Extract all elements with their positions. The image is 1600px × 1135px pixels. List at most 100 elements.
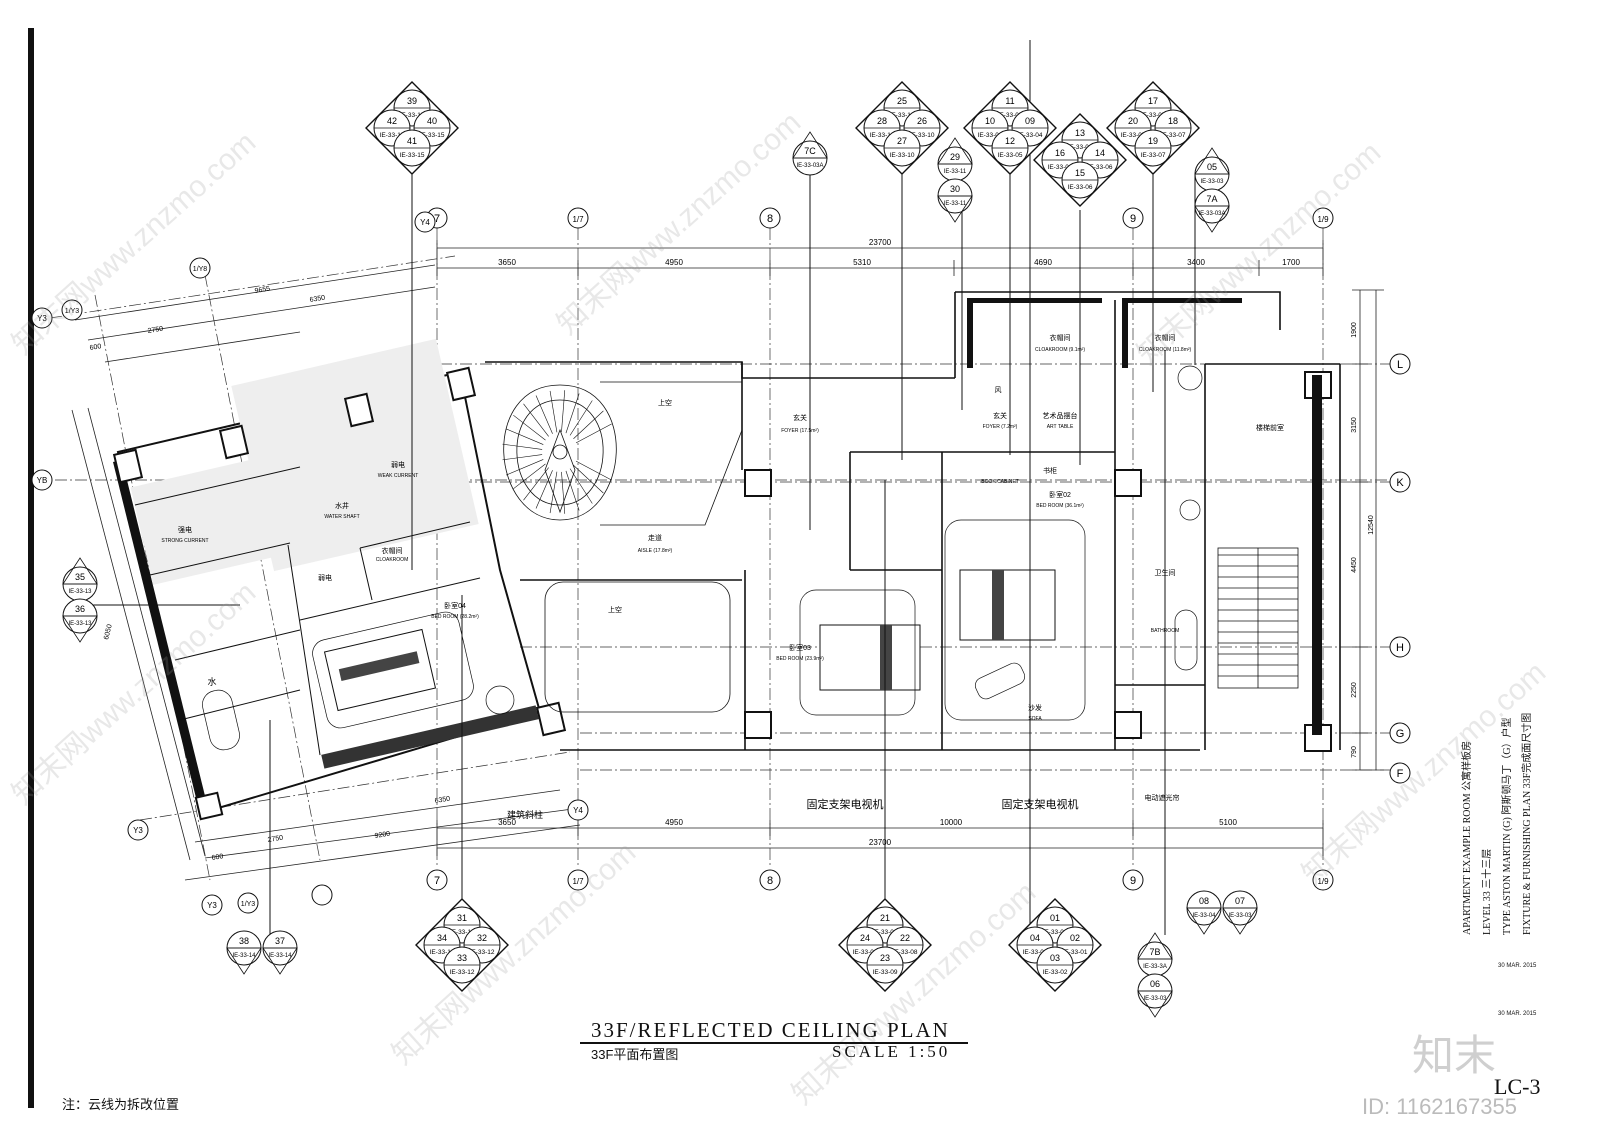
- dim-top-seg: 1700: [1282, 258, 1300, 267]
- callout-number: 03: [1050, 953, 1060, 963]
- callout-sheet-ref: IE-33-11: [944, 201, 967, 207]
- room-label: BATHROOM: [1151, 628, 1180, 634]
- room-label: 玄关: [793, 413, 807, 422]
- callout-sheet-ref: IE-33-10: [870, 132, 895, 139]
- room-label: AISLE (17.8m²): [638, 548, 673, 554]
- stair-tread: [565, 393, 580, 434]
- callout-number: 19: [1148, 136, 1158, 146]
- dimension-chain-left-top: [74, 264, 436, 363]
- dim-bottom-seg: 3650: [498, 818, 516, 827]
- stair-tread: [565, 470, 580, 511]
- stair-tread: [549, 390, 558, 433]
- callout-diamond: [365, 81, 459, 175]
- callout-number: 25: [897, 96, 907, 106]
- callout-diamond: [855, 81, 949, 175]
- callout-number: 39: [407, 96, 417, 106]
- grid-label-top: 9: [1130, 213, 1136, 225]
- callout-sheet-ref: IE-33-13: [430, 949, 455, 956]
- dim-right: 2250: [1351, 682, 1358, 698]
- grid-bubble-labels: 7 1/7 8 9 1/9 7 1/7 8 9 1/9 L K H G F Y3…: [37, 213, 1405, 910]
- callout-number: 01: [1050, 913, 1060, 923]
- callout-sheet-ref: IE-33-12: [470, 949, 495, 956]
- room-label: 衣帽间: [1050, 333, 1071, 342]
- room-label: 卧室02: [1049, 490, 1071, 499]
- bed-bedroom-04: [323, 628, 437, 712]
- callout-pointer: [1194, 205, 1230, 233]
- room-label: 衣帽间: [1155, 333, 1176, 342]
- core-thick-walls: [967, 298, 1322, 735]
- callout-sheet-ref: IE-33-13: [68, 589, 92, 595]
- room-label: FOYER (7.2m²): [983, 424, 1018, 430]
- grid-label-left: YB: [37, 476, 48, 485]
- stair-tread: [506, 428, 544, 445]
- room-labels: 上空 玄关 FOYER (17.5m²) 走道 AISLE (17.8m²) 上…: [161, 333, 1284, 722]
- callout-diamond: [415, 898, 509, 992]
- callout-sheet-ref: IE-33-06: [1068, 144, 1093, 151]
- callout-sheet-ref: IE-33-05: [998, 152, 1023, 159]
- stair-tread: [523, 403, 549, 437]
- room-label: 强电: [178, 525, 192, 534]
- callout-number: 32: [477, 933, 487, 943]
- room-label: 艺术品摆台: [1043, 411, 1078, 420]
- dim-left-bottom: 6350: [434, 796, 451, 805]
- callout-number: 17: [1148, 96, 1158, 106]
- callout-number: 7B: [1149, 947, 1160, 957]
- title-block-line: TYPE ASTON MARTIN (G) 阿斯顿马丁（G）户型: [1502, 717, 1513, 935]
- room-label: FOYER (17.5m²): [781, 428, 819, 434]
- stair-tread: [523, 467, 549, 501]
- callout-sheet-ref: IE-33-04: [978, 132, 1003, 139]
- callout-sheet-ref: IE-33-14: [268, 953, 292, 959]
- callout-pointer: [792, 131, 828, 159]
- title-underline: [580, 1042, 968, 1044]
- dimension-chain-left-bottom: [71, 407, 581, 881]
- callout-pointer: [1186, 907, 1222, 935]
- tv-label: 固定支架电视机: [807, 797, 884, 811]
- callout-number: 12: [1005, 136, 1015, 146]
- grid-label-left: Y4: [420, 218, 430, 227]
- room-label: BED ROOM (36.1m²): [1036, 503, 1084, 509]
- callout-number: 33: [457, 953, 467, 963]
- room-label: WEAK CURRENT: [378, 473, 419, 479]
- room-label: STRONG CURRENT: [161, 538, 208, 544]
- dim-right: 790: [1351, 746, 1358, 758]
- stair-tread: [569, 400, 593, 436]
- callout-sheet-ref: IE-33-08: [873, 929, 898, 936]
- callout-sheet-ref: IE-33-02: [1023, 949, 1048, 956]
- callout-number: 26: [917, 116, 927, 126]
- dim-left-side: 6050: [103, 624, 114, 641]
- grid-label-left: Y3: [133, 826, 143, 835]
- callout-sheet-ref: IE-33-15: [380, 132, 405, 139]
- sheet-border-bar: [28, 28, 34, 1108]
- room-label: 沙发: [1028, 703, 1042, 712]
- callout-number: 05: [1207, 162, 1217, 172]
- room-label: 卧室04: [444, 601, 466, 610]
- dim-top-seg: 3400: [1187, 258, 1205, 267]
- callout-sheet-ref: IE-33-03: [1143, 996, 1167, 1002]
- callout-sheet-ref: IE-33-07: [1141, 152, 1166, 159]
- callout-pointer: [1222, 907, 1258, 935]
- callout-pointer: [226, 947, 262, 975]
- callout-number: 7A: [1206, 194, 1217, 204]
- room-label: ART TABLE: [1047, 424, 1074, 430]
- hatch-weak-current: [231, 338, 479, 572]
- callout-number: 37: [275, 936, 285, 946]
- callout-sheet-ref: IE-33-07: [1161, 132, 1186, 139]
- callout-sheet-ref: IE-33-03A: [1198, 211, 1225, 217]
- dim-left-bottom: 600: [211, 853, 224, 862]
- grid-label-left: Y4: [573, 806, 583, 815]
- callout-sheet-ref: IE-33-03: [1200, 179, 1224, 185]
- callout-number: 10: [985, 116, 995, 126]
- stair-core: [1217, 547, 1299, 689]
- callout-number: 38: [239, 936, 249, 946]
- callout-sheet-ref: IE-33-07: [1141, 112, 1166, 119]
- callout-number: 22: [900, 933, 910, 943]
- callout-sheet-ref: IE-33-09: [853, 949, 878, 956]
- drawing-title: 33F/REFLECTED CEILING PLAN: [591, 1018, 950, 1042]
